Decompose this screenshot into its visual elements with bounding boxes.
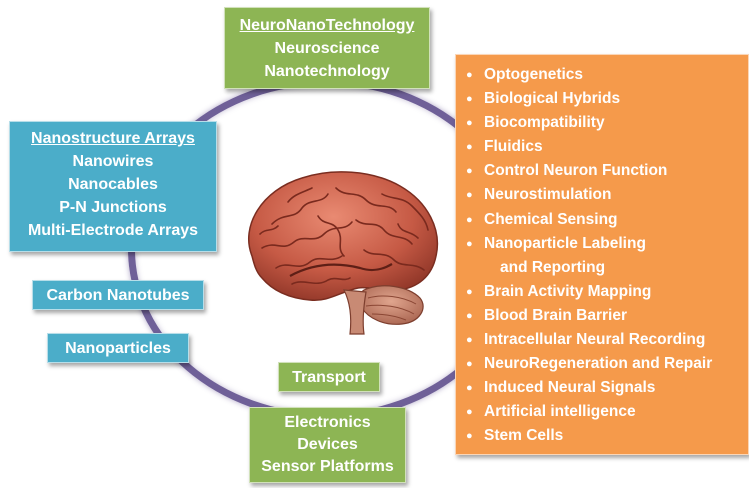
application-item: ●Artificial intelligence [466, 400, 748, 424]
application-item: ●Neurostimulation [466, 183, 748, 207]
application-item: ●Stem Cells [466, 424, 748, 448]
bullet-icon: ● [466, 141, 473, 154]
electronics-devices-box: Electronics Devices Sensor Platforms [249, 407, 406, 483]
bullet-icon: ● [466, 165, 473, 178]
nanotechnology-label: Nanotechnology [264, 63, 390, 80]
neuronanotechnology-title: NeuroNanoTechnology [239, 17, 415, 34]
bullet-icon: ● [466, 309, 473, 322]
application-item: ●Induced Neural Signals [466, 376, 748, 400]
carbon-nanotubes-label: Carbon Nanotubes [46, 287, 190, 304]
bullet-icon: ● [466, 93, 473, 106]
application-item-continuation: and Reporting [500, 258, 606, 276]
application-item: ●Intracellular Neural Recording [466, 328, 748, 352]
brain-icon [247, 171, 438, 335]
neuroscience-label: Neuroscience [274, 40, 380, 57]
nanoparticles-box: Nanoparticles [47, 333, 189, 363]
devices-label: Devices [297, 436, 358, 453]
bullet-icon: ● [466, 117, 473, 130]
neuronanotechnology-box: NeuroNanoTechnology Neuroscience Nanotec… [224, 7, 430, 89]
nanostructure-arrays-box: Nanostructure Arrays Nanowires Nanocable… [9, 121, 217, 252]
bullet-icon: ● [466, 358, 473, 371]
application-item: ●Optogenetics [466, 63, 748, 87]
bullet-icon: ● [466, 69, 473, 81]
bullet-icon: ● [466, 213, 473, 226]
application-item: ●Control Neuron Function [466, 159, 748, 183]
application-item: ●Chemical Sensing [466, 208, 748, 232]
nanoparticles-label: Nanoparticles [65, 340, 171, 357]
application-item: ●Fluidics [466, 135, 748, 159]
bullet-icon: ● [466, 189, 473, 202]
application-item: ●Blood Brain Barrier [466, 304, 748, 328]
nanostructure-arrays-title: Nanostructure Arrays [31, 130, 195, 147]
sensor-platforms-label: Sensor Platforms [261, 458, 394, 475]
applications-box: ●Optogenetics ●Biological Hybrids ●Bioco… [455, 54, 749, 455]
bullet-icon: ● [466, 382, 473, 395]
bullet-icon: ● [466, 285, 473, 298]
bullet-icon: ● [466, 430, 473, 443]
electronics-label: Electronics [284, 414, 371, 431]
application-item: ●Biocompatibility [466, 111, 748, 135]
transport-label: Transport [292, 369, 366, 386]
carbon-nanotubes-box: Carbon Nanotubes [32, 280, 204, 310]
application-item: ●Brain Activity Mapping [466, 280, 748, 304]
nanocables-label: Nanocables [68, 176, 158, 193]
application-item: ●Biological Hybrids [466, 87, 748, 111]
application-item: ●Nanoparticle Labeling [466, 232, 748, 256]
bullet-icon: ● [466, 334, 473, 347]
bullet-icon: ● [466, 237, 473, 250]
multi-electrode-arrays-label: Multi-Electrode Arrays [27, 222, 199, 239]
application-item: ●NeuroRegeneration and Repair [466, 352, 748, 376]
nanowires-label: Nanowires [72, 153, 154, 170]
transport-box: Transport [278, 362, 380, 392]
bullet-icon: ● [466, 406, 473, 419]
pn-junctions-label: P-N Junctions [59, 199, 167, 216]
